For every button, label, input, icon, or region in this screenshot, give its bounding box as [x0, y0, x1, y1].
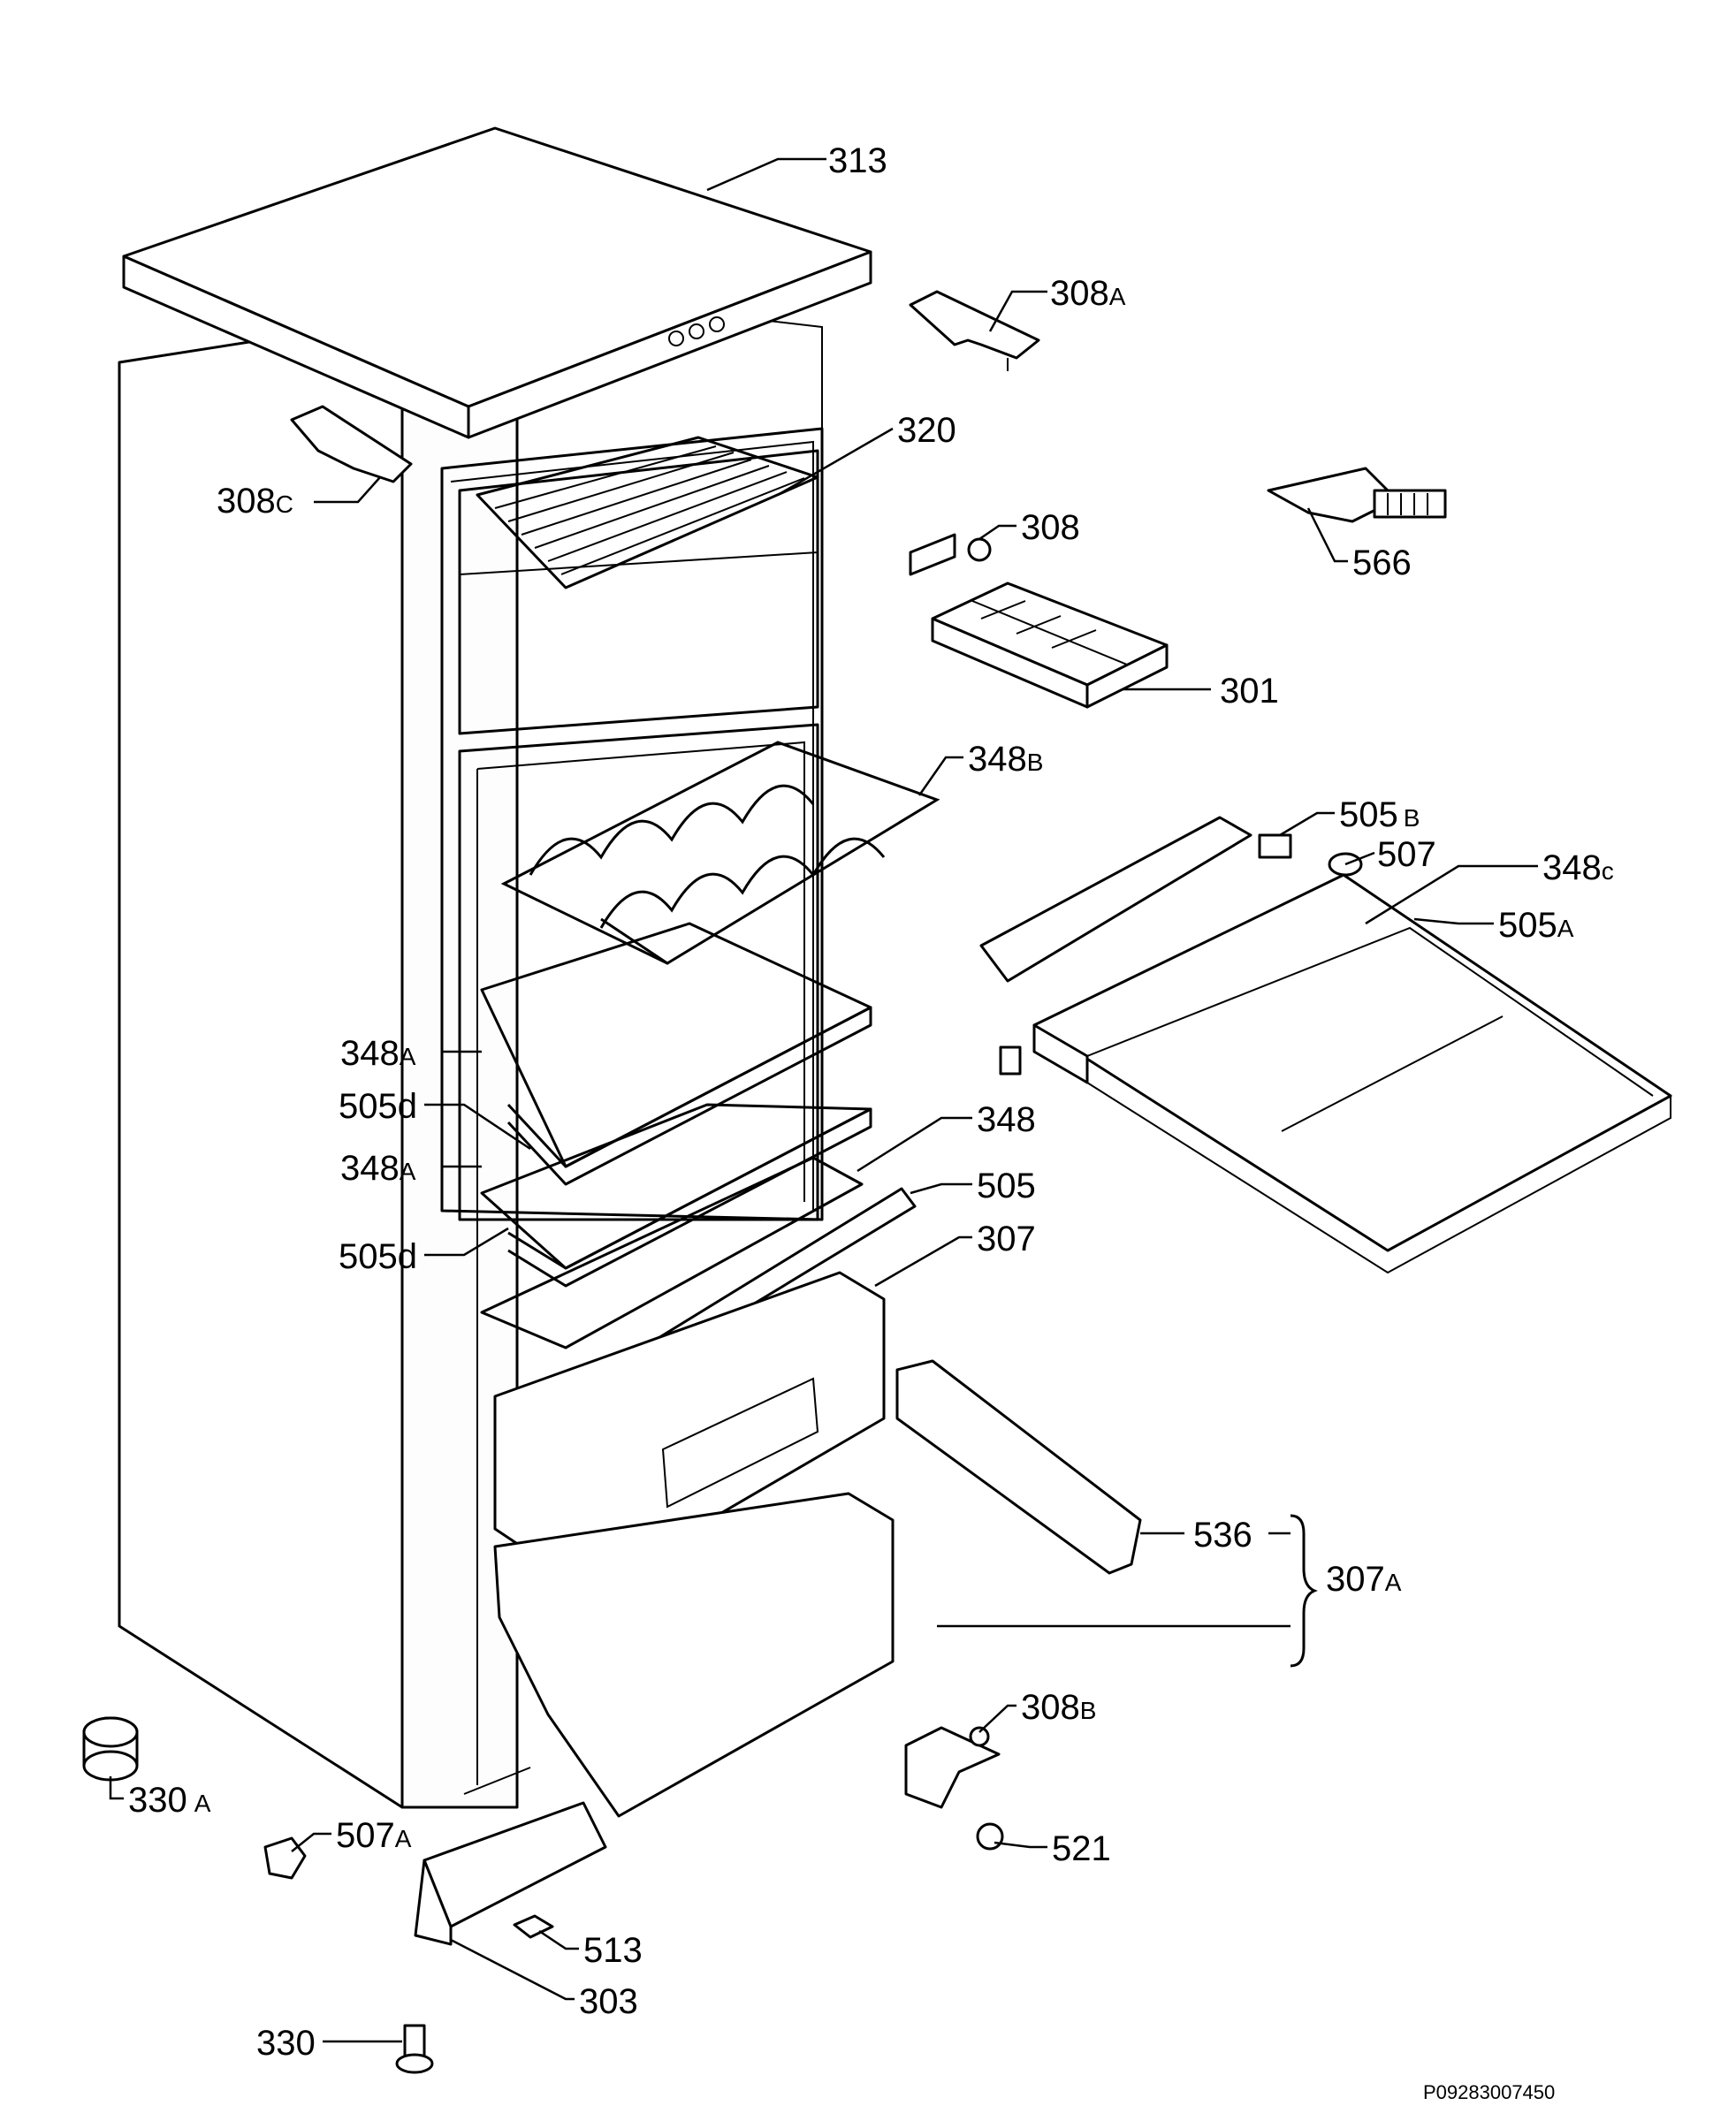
label-348c-num: 348: [1542, 848, 1602, 887]
label-505d-upper: 505d: [339, 1087, 417, 1126]
label-507a: 507A: [336, 1816, 412, 1855]
clip-348: [999, 1045, 1022, 1076]
plinth-303: [414, 1801, 607, 1946]
crisper-cover-307: [493, 1271, 886, 1593]
clip-507a: [263, 1836, 307, 1880]
label-308c: 308C: [217, 482, 293, 521]
glass-shelf-upper-348a: [480, 922, 872, 1186]
label-505d-lower: 505d: [339, 1237, 417, 1276]
label-307a-suffix: A: [1385, 1569, 1402, 1596]
label-505b-num: 505: [1339, 795, 1398, 834]
label-348a-lower-num: 348: [340, 1149, 400, 1188]
label-507: 507: [1377, 835, 1436, 874]
label-307a: 307A: [1326, 1560, 1402, 1599]
label-348b: 348B: [968, 740, 1043, 779]
label-308a-suffix: A: [1109, 283, 1126, 310]
label-348: 348: [977, 1100, 1036, 1139]
label-507a-suffix: A: [395, 1825, 412, 1852]
label-301: 301: [1220, 672, 1279, 711]
label-308b-num: 308: [1021, 1688, 1080, 1727]
label-513: 513: [583, 1931, 643, 1970]
drawing-code: P09283007450: [1423, 2081, 1555, 2103]
drawer-divider-536: [895, 1359, 1142, 1575]
clip-505b: [1258, 833, 1292, 859]
label-307a-num: 307: [1326, 1560, 1385, 1599]
label-320: 320: [897, 411, 956, 450]
label-303: 303: [579, 1982, 638, 2021]
label-505a: 505A: [1498, 906, 1574, 945]
plinth-insert-513: [513, 1914, 554, 1939]
label-308: 308: [1021, 508, 1080, 547]
vegetable-drawer: [493, 1492, 895, 1818]
hinge-308a: [909, 290, 1040, 371]
label-348b-suffix: B: [1027, 749, 1044, 776]
label-348a-upper-num: 348: [340, 1034, 400, 1073]
label-308b-suffix: B: [1080, 1697, 1097, 1724]
label-308c-suffix: C: [276, 490, 293, 518]
hinge-308c: [290, 405, 413, 483]
label-348a-upper: 348A: [340, 1034, 416, 1073]
label-536: 536: [1193, 1516, 1253, 1555]
label-507a-num: 507: [336, 1816, 395, 1855]
label-348c-suffix: c: [1602, 857, 1614, 885]
foot-330a: [82, 1716, 139, 1782]
top-cover-313: [122, 126, 872, 439]
ice-scoop-566: [1267, 467, 1447, 523]
label-505a-suffix: A: [1557, 915, 1574, 942]
ice-tray-301: [931, 582, 1169, 709]
screw-330: [395, 2024, 434, 2074]
label-348a-lower-suffix: A: [400, 1158, 416, 1185]
label-308b: 308B: [1021, 1688, 1096, 1727]
wine-rack-348b: [500, 741, 940, 965]
freezer-drawer-348c: [979, 816, 1672, 1274]
label-505b-suffix: B: [1404, 804, 1420, 832]
label-307: 307: [977, 1220, 1036, 1258]
label-505: 505: [977, 1167, 1036, 1205]
label-348a-upper-suffix: A: [400, 1043, 416, 1070]
hinge-pin-308: [909, 533, 992, 576]
label-505a-num: 505: [1498, 906, 1557, 945]
label-308c-num: 308: [217, 482, 276, 521]
cabinet-body: [118, 290, 824, 1809]
glass-shelf-bottom-348: [480, 1156, 864, 1349]
freezer-shelf-320: [476, 436, 819, 589]
hinge-308b: [904, 1726, 1001, 1809]
label-330a: 330 A: [128, 1781, 211, 1820]
label-330a-suffix: A: [194, 1790, 211, 1817]
label-330a-num: 330: [128, 1781, 187, 1820]
label-348c: 348c: [1542, 848, 1614, 887]
label-308a-num: 308: [1050, 274, 1109, 313]
label-330: 330: [256, 2024, 316, 2063]
label-313: 313: [828, 141, 887, 180]
label-521: 521: [1052, 1829, 1111, 1868]
glass-shelf-lower-348a: [480, 1103, 872, 1288]
label-308a: 308A: [1050, 274, 1126, 313]
label-348b-num: 348: [968, 740, 1027, 779]
label-348a-lower: 348A: [340, 1149, 416, 1188]
pin-521: [976, 1822, 1004, 1851]
label-566: 566: [1352, 544, 1412, 582]
leader-lines: [109, 157, 1538, 2043]
